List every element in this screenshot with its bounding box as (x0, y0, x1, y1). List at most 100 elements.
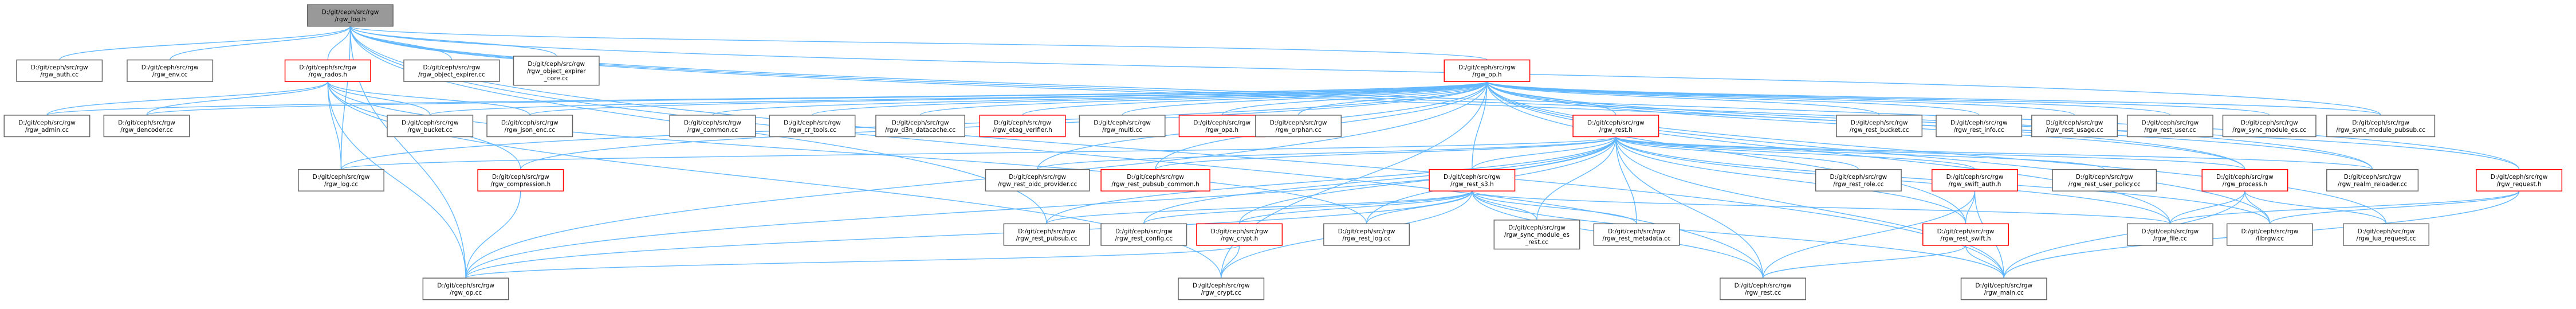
node-label-line: D:/git/ceph/src/rgw (2358, 228, 2415, 235)
graph-node-restuser[interactable]: D:/git/ceph/src/rgw/rgw_rest_user.cc (2126, 115, 2213, 138)
edge-oph-to-syncmodpubsub (1487, 81, 2381, 116)
node-label-line: D:/git/ceph/src/rgw (2216, 174, 2274, 181)
graph-node-syncmodesrest[interactable]: D:/git/ceph/src/rgw/rgw_sync_module_es_r… (1493, 220, 1580, 250)
node-label-line: D:/git/ceph/src/rgw (2491, 174, 2548, 181)
graph-node-orphan[interactable]: D:/git/ceph/src/rgw/rgw_orphan.cc (1255, 115, 1342, 138)
node-label-line: _rest.cc (1525, 239, 1548, 246)
node-box (1815, 169, 1902, 191)
node-label-line: /librgw.cc (2256, 235, 2284, 242)
graph-node-log[interactable]: D:/git/ceph/src/rgw/rgw_log.h (306, 4, 394, 27)
graph-node-realmreloader[interactable]: D:/git/ceph/src/rgw/rgw_realm_reloader.c… (2326, 169, 2419, 191)
graph-node-cryptcc[interactable]: D:/git/ceph/src/rgw/rgw_crypt.cc (1178, 277, 1265, 300)
edge-oph-to-crtools (812, 81, 1487, 116)
graph-node-d3n[interactable]: D:/git/ceph/src/rgw/rgw_d3n_datacache.cc (875, 115, 965, 138)
graph-node-common[interactable]: D:/git/ceph/src/rgw/rgw_common.cc (669, 115, 756, 138)
edge-oph-to-jsonenc (529, 81, 1487, 116)
node-label-line: D:/git/ceph/src/rgw (1946, 174, 2004, 181)
edge-log-to-syncmodpubsub (350, 26, 2381, 116)
node-label-line: /rgw_op.h (1472, 72, 1501, 79)
node-label-line: D:/git/ceph/src/rgw (501, 119, 559, 126)
graph-node-resth[interactable]: D:/git/ceph/src/rgw/rgw_rest.h (1572, 115, 1659, 138)
edge-cryptth-to-cryptcc (1221, 245, 1240, 279)
graph-node-logcc[interactable]: D:/git/ceph/src/rgw/rgw_log.cc (298, 169, 384, 191)
node-label-line: /rgw_common.cc (687, 127, 738, 134)
graph-node-luareq[interactable]: D:/git/ceph/src/rgw/rgw_lua_request.cc (2343, 223, 2429, 246)
node-label-line: D:/git/ceph/src/rgw (1587, 119, 1645, 126)
graph-node-syncmoduleses[interactable]: D:/git/ceph/src/rgw/rgw_sync_module_es.c… (2222, 115, 2317, 138)
node-box (284, 59, 371, 82)
graph-node-restbucket[interactable]: D:/git/ceph/src/rgw/rgw_rest_bucket.cc (1836, 115, 1923, 138)
node-box (3, 115, 91, 138)
graph-node-objexp[interactable]: D:/git/ceph/src/rgw/rgw_object_expirer.c… (403, 59, 500, 82)
graph-node-main[interactable]: D:/git/ceph/src/rgw/rgw_main.cc (1960, 277, 2047, 300)
graph-node-admin[interactable]: D:/git/ceph/src/rgw/rgw_admin.cc (3, 115, 91, 138)
graph-node-radoh[interactable]: D:/git/ceph/src/rgw/rgw_rados.h (284, 59, 371, 82)
graph-node-restconfig[interactable]: D:/git/ceph/src/rgw/rgw_rest_config.cc (1100, 223, 1187, 246)
node-label-line: /rgw_rest.cc (1745, 290, 1781, 296)
node-box (1079, 115, 1166, 138)
node-label-line: /rgw_crypt.cc (1201, 290, 1241, 296)
edge-log-to-processh (350, 26, 2245, 170)
graph-node-restswifth[interactable]: D:/git/ceph/src/rgw/rgw_rest_swift.h (1922, 223, 2009, 246)
node-label-line: D:/git/ceph/src/rgw (1115, 228, 1173, 235)
graph-node-multi[interactable]: D:/git/ceph/src/rgw/rgw_multi.cc (1079, 115, 1166, 138)
graph-node-crtools[interactable]: D:/git/ceph/src/rgw/rgw_cr_tools.cc (769, 115, 856, 138)
edge-oph-to-realmreloader (1487, 81, 2373, 170)
graph-node-cryptth[interactable]: D:/git/ceph/src/rgw/rgw_crypt.h (1196, 223, 1283, 246)
graph-node-restpubsub[interactable]: D:/git/ceph/src/rgw/rgw_rest_pubsub.cc (1003, 223, 1090, 246)
node-label-line: D:/git/ceph/src/rgw (322, 9, 379, 16)
graph-node-restinfo[interactable]: D:/git/ceph/src/rgw/rgw_rest_info.cc (1936, 115, 2023, 138)
graph-node-restcc[interactable]: D:/git/ceph/src/rgw/rgw_rest.cc (1720, 277, 1807, 300)
graph-node-restrole[interactable]: D:/git/ceph/src/rgw/rgw_rest_role.cc (1815, 169, 1902, 191)
graph-node-jsonenc[interactable]: D:/git/ceph/src/rgw/rgw_json_enc.cc (486, 115, 573, 138)
graph-node-opah[interactable]: D:/git/ceph/src/rgw/rgw_opa.h (1178, 115, 1265, 138)
graph-node-comph[interactable]: D:/git/ceph/src/rgw/rgw_compression.h (477, 169, 564, 191)
node-label-line: D:/git/ceph/src/rgw (492, 174, 549, 181)
node-label-line: /rgw_rest_info.cc (1954, 127, 2004, 134)
graph-node-restusage[interactable]: D:/git/ceph/src/rgw/rgw_rest_usage.cc (2031, 115, 2118, 138)
graph-node-file[interactable]: D:/git/ceph/src/rgw/rgw_file.cc (2126, 223, 2213, 246)
node-label-line: /rgw_cr_tools.cc (788, 127, 836, 134)
graph-node-restlog[interactable]: D:/git/ceph/src/rgw/rgw_rest_log.cc (1323, 223, 1410, 246)
graph-node-oph[interactable]: D:/git/ceph/src/rgw/rgw_op.h (1444, 59, 1531, 82)
graph-node-requesth[interactable]: D:/git/ceph/src/rgw/rgw_request.h (2476, 169, 2563, 191)
graph-node-env[interactable]: D:/git/ceph/src/rgw/rgw_env.cc (127, 59, 214, 82)
graph-node-objexpcore[interactable]: D:/git/ceph/src/rgw/rgw_object_expirer_c… (513, 56, 600, 86)
graph-node-syncmodpubsub[interactable]: D:/git/ceph/src/rgw/rgw_sync_module_pubs… (2326, 115, 2436, 138)
node-label-line: D:/git/ceph/src/rgw (2241, 228, 2299, 235)
edge-resth-to-opcc (465, 136, 1616, 279)
node-label-line: D:/git/ceph/src/rgw (1127, 174, 1184, 181)
graph-node-restuserpol[interactable]: D:/git/ceph/src/rgw/rgw_rest_user_policy… (2052, 169, 2157, 191)
graph-node-auth[interactable]: D:/git/ceph/src/rgw/rgw_auth.cc (16, 59, 103, 82)
node-box (127, 59, 214, 82)
edge-resth-to-swiftauthh (1616, 136, 1976, 170)
node-label-line: D:/git/ceph/src/rgw (1193, 119, 1250, 126)
graph-node-etagh[interactable]: D:/git/ceph/src/rgw/rgw_etag_verifier.h (979, 115, 1066, 138)
edge-log-to-objexp (350, 26, 453, 60)
edge-swiftauthh-to-restcc (1762, 191, 1975, 279)
graph-node-swiftauthh[interactable]: D:/git/ceph/src/rgw/rgw_swift_auth.h (1932, 169, 2018, 191)
node-label-line: /rgw_realm_reloader.cc (2338, 181, 2407, 188)
node-label-line: /rgw_admin.cc (25, 127, 69, 134)
node-label-line: D:/git/ceph/src/rgw (2344, 174, 2401, 181)
graph-node-restoidc[interactable]: D:/git/ceph/src/rgw/rgw_rest_oidc_provid… (985, 169, 1090, 191)
graph-node-librgw[interactable]: D:/git/ceph/src/rgw/librgw.cc (2226, 223, 2313, 246)
node-box (1323, 223, 1410, 246)
graph-node-rests3h[interactable]: D:/git/ceph/src/rgw/rgw_rest_s3.h (1429, 169, 1516, 191)
graph-node-bucket[interactable]: D:/git/ceph/src/rgw/rgw_bucket.cc (387, 115, 474, 138)
node-label-line: /rgw_rados.h (309, 72, 347, 79)
edge-requesth-to-librgw (2269, 191, 2519, 224)
node-label-line: /rgw_rest_pubsub_common.h (1111, 181, 1199, 188)
graph-node-dencoder[interactable]: D:/git/ceph/src/rgw/rgw_dencoder.cc (103, 115, 190, 138)
graph-node-restmetadata[interactable]: D:/git/ceph/src/rgw/rgw_rest_metadata.cc (1593, 223, 1680, 246)
graph-node-pubsubcommon[interactable]: D:/git/ceph/src/rgw/rgw_rest_pubsub_comm… (1100, 169, 1210, 191)
graph-node-opcc[interactable]: D:/git/ceph/src/rgw/rgw_op.cc (422, 277, 509, 300)
node-box (387, 115, 474, 138)
graph-node-processh[interactable]: D:/git/ceph/src/rgw/rgw_process.h (2201, 169, 2288, 191)
node-label-line: D:/git/ceph/src/rgw (994, 119, 1051, 126)
node-box (1720, 277, 1807, 300)
node-label-line: D:/git/ceph/src/rgw (313, 174, 370, 181)
node-label-line: D:/git/ceph/src/rgw (18, 119, 76, 126)
node-label-line: /rgw_sync_module_es.cc (2232, 127, 2306, 134)
node-label-line: D:/git/ceph/src/rgw (2141, 119, 2199, 126)
